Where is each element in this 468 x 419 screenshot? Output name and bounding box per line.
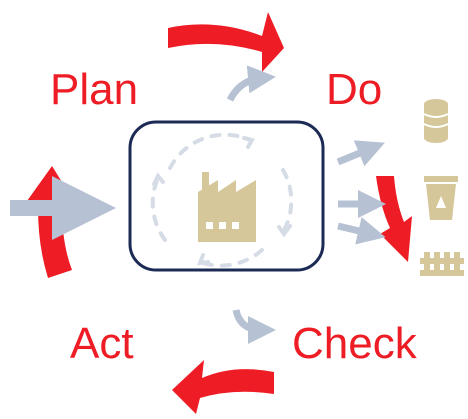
test-tubes-icon (420, 252, 464, 276)
cycle-arrow-left (22, 166, 78, 278)
stage-label-check: Check (292, 319, 417, 368)
cycle-arrow-bottom (172, 360, 274, 414)
stage-label-do: Do (326, 65, 383, 114)
stage-label-act: Act (70, 319, 134, 368)
stage-label-plan: Plan (50, 65, 139, 114)
database-icon (423, 99, 449, 143)
factory-icon (198, 172, 256, 242)
output-arrow-3 (337, 217, 386, 245)
output-arrow-1 (336, 140, 385, 167)
cycle-arrow-top (168, 12, 284, 72)
recycle-bin-icon (424, 176, 458, 220)
plan-to-do-arrow (226, 65, 276, 102)
flow-arrows (10, 65, 386, 344)
inner-cycle-arrows (150, 132, 294, 268)
cycle-arrow-right (376, 176, 412, 262)
do-to-check-arrow (232, 309, 276, 344)
